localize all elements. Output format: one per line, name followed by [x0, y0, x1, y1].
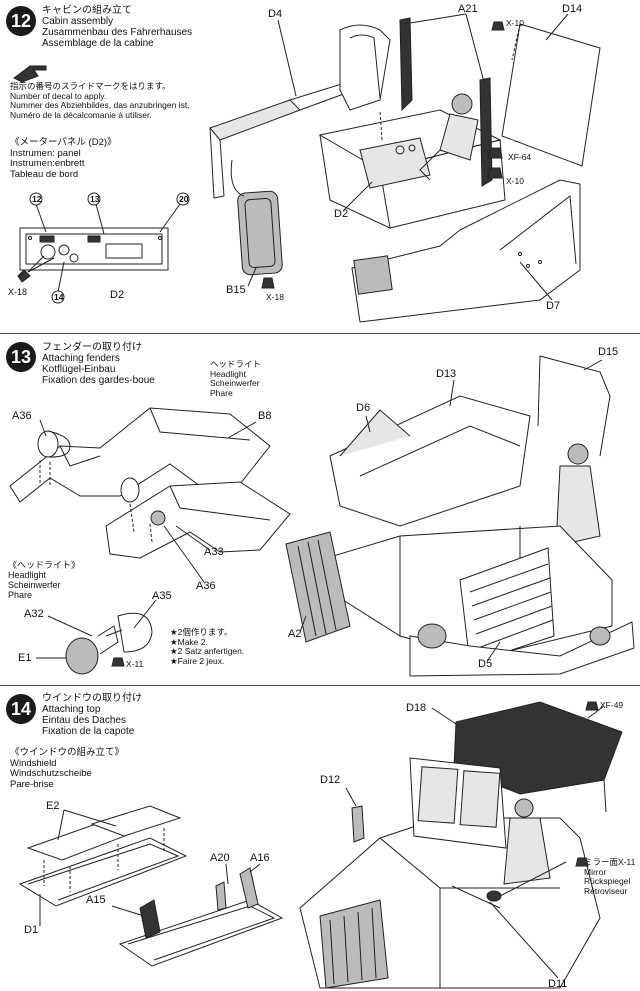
part-label: D14	[562, 3, 583, 15]
step-13-illustration	[9, 355, 635, 677]
part-label: D7	[546, 300, 561, 312]
make-two-note: ★2個作ります。 ★Make 2. ★2 Satz anfertigen. ★F…	[170, 627, 245, 666]
part-d15-drawing	[539, 355, 611, 457]
part-label: X-18	[8, 287, 28, 297]
part-d13-drawing	[329, 395, 531, 527]
step-14-illustration	[18, 701, 623, 989]
decal-number: 12	[32, 194, 42, 204]
part-label: X-10	[506, 176, 524, 186]
part-d14-drawing	[501, 23, 601, 167]
part-d6-drawing	[339, 409, 411, 457]
decal-note: 指示の番号のスライドマークをはります。 Number of decal to a…	[10, 81, 190, 120]
part-d12-drawing	[351, 805, 365, 843]
step-number: 14	[6, 694, 36, 724]
part-label: A20	[210, 852, 230, 864]
part-label: D2	[334, 208, 349, 220]
part-label: E1	[18, 652, 32, 664]
mirror-caption: ミラー面X-11 Mirror Rückspiegel Rétroviseur	[584, 857, 636, 896]
decal-number: 14	[54, 292, 64, 302]
part-label: X-11	[126, 659, 144, 669]
headlight-lens-drawing	[65, 637, 99, 675]
step-number: 13	[6, 342, 36, 372]
part-d5-drawing	[459, 547, 555, 665]
step-title: キャビンの組み立て Cabin assembly Zusammenbau des…	[42, 5, 193, 49]
windshield-caption: 《ウインドウの組み立て》 Windshield Windschutzscheib…	[10, 747, 125, 790]
part-label: D18	[406, 702, 427, 714]
part-label: A32	[24, 608, 44, 620]
part-label: X-10	[506, 18, 524, 28]
part-label: A36	[196, 580, 216, 592]
instrument-panel-caption: 《メーターパネル (D2)》 Instrumen: panel Instrume…	[10, 137, 117, 180]
decal-number: 13	[90, 194, 100, 204]
part-label: A35	[152, 590, 172, 602]
step-12-illustration	[13, 13, 601, 323]
step-13-panel: 13 フェンダーの取り付け Attaching fenders Kotflüge…	[0, 336, 640, 682]
part-label: A33	[204, 546, 224, 558]
part-label: D6	[356, 402, 371, 414]
part-label: A15	[86, 894, 106, 906]
step-title: ウインドウの取り付け Attaching top Eintau des Dach…	[42, 693, 142, 737]
part-label: D4	[268, 8, 283, 20]
headlight-subassembly-caption: 《ヘッドライト》 Headlight Scheinwerfer Phare	[8, 560, 81, 600]
part-label: E2	[46, 800, 60, 812]
part-label: A21	[458, 3, 478, 15]
step-12-panel: 12 キャビンの組み立て Cabin assembly Zusammenbau …	[0, 0, 640, 330]
part-d1-drawing	[18, 837, 188, 907]
part-a2-drawing	[285, 531, 351, 643]
part-label: A36	[12, 410, 32, 422]
part-b15-drawing	[237, 190, 283, 276]
part-label: A2	[288, 628, 302, 640]
part-label: D13	[436, 368, 457, 380]
part-label: B8	[258, 410, 272, 422]
part-label: B15	[226, 284, 246, 296]
divider	[0, 685, 640, 686]
step-14-panel: 14 ウインドウの取り付け Attaching top Eintau des D…	[0, 688, 640, 991]
step-title: フェンダーの取り付け Attaching fenders Kotflügel-E…	[42, 342, 155, 386]
part-label: X-18	[266, 292, 284, 302]
part-label: D12	[320, 774, 341, 786]
part-label: D1	[24, 924, 39, 936]
divider	[0, 333, 640, 334]
part-label: D5	[478, 658, 493, 670]
part-label: XF-49	[600, 700, 624, 710]
part-label: XF-64	[508, 152, 532, 162]
step-number: 12	[6, 6, 36, 36]
part-d7-drawing	[351, 179, 581, 323]
decal-slide-icon	[13, 65, 47, 83]
decal-number: 20	[179, 194, 189, 204]
part-label: D11	[548, 978, 568, 990]
part-label: D2	[110, 289, 125, 301]
headlight-caption: ヘッドライト Headlight Scheinwerfer Phare	[210, 359, 262, 398]
part-label: D15	[598, 346, 619, 358]
part-label: A16	[250, 852, 270, 864]
